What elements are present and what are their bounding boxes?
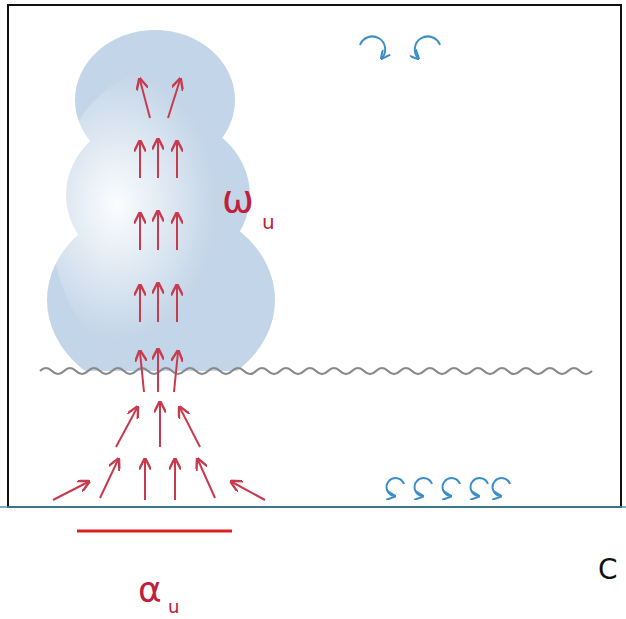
turbulent-eddies bbox=[360, 36, 510, 496]
subscript: u bbox=[262, 212, 275, 232]
updraft-arrows bbox=[53, 80, 265, 500]
updraft-area-bar bbox=[77, 530, 232, 533]
area-symbol: α bbox=[138, 572, 162, 608]
subscript: u bbox=[168, 598, 179, 616]
cloud-base-line bbox=[40, 368, 592, 374]
domain-frame bbox=[8, 5, 621, 507]
surface-line bbox=[0, 506, 626, 508]
cloud bbox=[47, 30, 275, 371]
axis-letter: C bbox=[598, 556, 618, 584]
velocity-symbol: ω bbox=[222, 180, 254, 218]
